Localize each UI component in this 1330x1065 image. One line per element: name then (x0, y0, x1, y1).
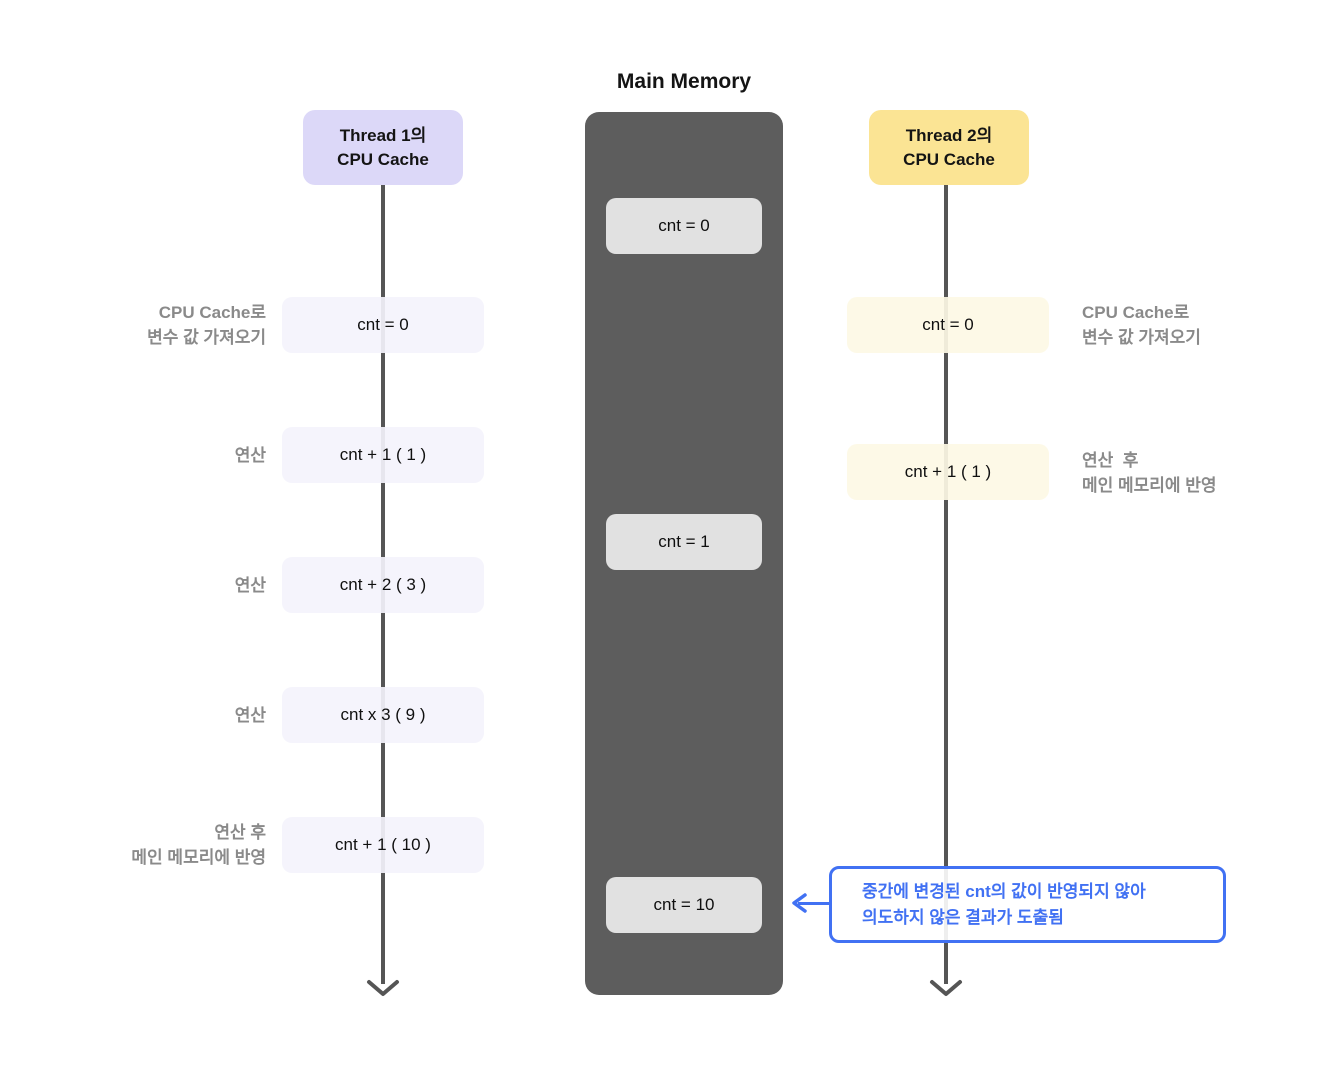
thread2-step-label: 연산 후 메인 메모리에 반영 (1082, 451, 1217, 495)
thread1-step-label: 연산 후 메인 메모리에 반영 (131, 823, 266, 867)
thread1-cache-box: cnt + 1 ( 10 ) (282, 817, 484, 873)
memory-cell: cnt = 1 (606, 514, 762, 570)
thread1-step-label: 연산 (234, 705, 266, 725)
arrow-down-icon (930, 980, 962, 996)
thread1-cache-box: cnt + 2 ( 3 ) (282, 557, 484, 613)
thread1-step-label: CPU Cache로 변수 값 가져오기 (147, 303, 266, 347)
thread1-step-label: 연산 (234, 575, 266, 595)
thread1-header: Thread 1의 CPU Cache (303, 110, 463, 185)
annotation-arrow-shaft (798, 902, 830, 905)
main-memory-title: Main Memory (616, 70, 752, 93)
arrow-left-icon (792, 893, 807, 913)
thread2-timeline (944, 184, 948, 984)
thread1-cache-box: cnt x 3 ( 9 ) (282, 687, 484, 743)
main-memory-column: cnt = 0 cnt = 1 cnt = 10 (585, 112, 783, 995)
thread2-step-label: CPU Cache로 변수 값 가져오기 (1082, 303, 1201, 347)
thread1-cache-box: cnt + 1 ( 1 ) (282, 427, 484, 483)
thread2-header: Thread 2의 CPU Cache (869, 110, 1029, 185)
annotation-box: 중간에 변경된 cnt의 값이 반영되지 않아 의도하지 않은 결과가 도출됨 (829, 866, 1226, 943)
thread2-cache-box: cnt + 1 ( 1 ) (847, 444, 1049, 500)
thread1-step-label: 연산 (234, 445, 266, 465)
arrow-down-icon (367, 980, 399, 996)
thread1-cache-box: cnt = 0 (282, 297, 484, 353)
annotation-text: 중간에 변경된 cnt의 값이 반영되지 않아 의도하지 않은 결과가 도출됨 (862, 881, 1146, 927)
memory-cell: cnt = 0 (606, 198, 762, 254)
memory-cell: cnt = 10 (606, 877, 762, 933)
thread2-cache-box: cnt = 0 (847, 297, 1049, 353)
